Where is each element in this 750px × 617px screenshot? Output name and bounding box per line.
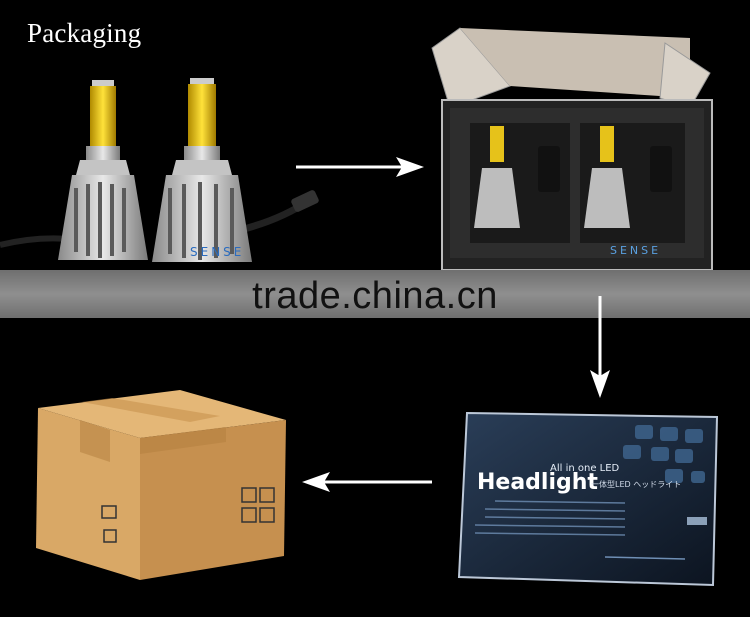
arrow-left-icon (302, 472, 432, 492)
svg-text:SENSE: SENSE (610, 244, 661, 257)
page-title: Packaging (27, 18, 142, 48)
headlight-gift-box-image: All in one LED Headlight 一体型LED ヘッドライト (457, 411, 719, 587)
arrow-down-icon (590, 296, 610, 398)
box-bulb-left (474, 126, 520, 228)
box-bulb-right (584, 126, 630, 228)
watermark-text: trade.china.cn (252, 275, 498, 317)
carton-handling-symbols (101, 487, 275, 543)
box-subtitle: All in one LED (550, 463, 620, 474)
watermark-banner (0, 270, 750, 318)
arrow-right-icon (296, 157, 424, 177)
led-bulb-left (58, 80, 148, 260)
box-title: Headlight (477, 470, 598, 495)
shipping-carton-image (36, 390, 286, 580)
open-box-with-bulbs-image: SENSE (431, 27, 713, 271)
box-japanese-subtitle: 一体型LED ヘッドライト (591, 479, 681, 489)
led-bulb-right (152, 78, 252, 262)
led-bulbs-image: SENSE (0, 78, 319, 262)
bulb-brand-logo: SENSE (190, 245, 244, 259)
